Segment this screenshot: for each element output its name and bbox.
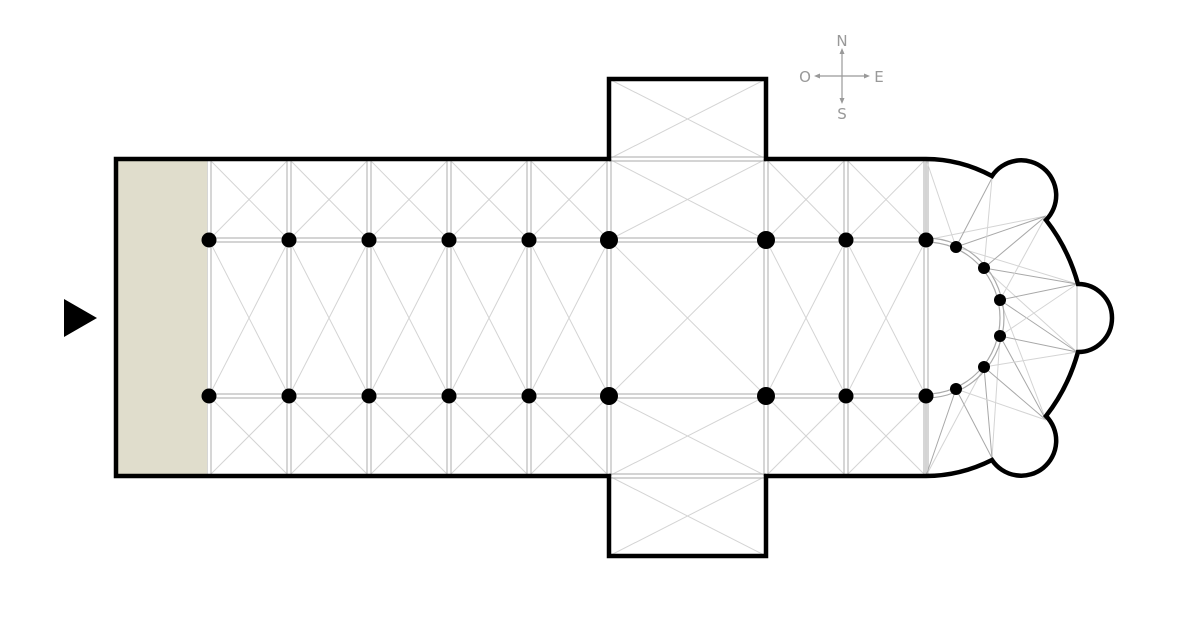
rib-line [368,239,450,397]
outer-wall [113,76,1115,559]
rib-line [845,239,927,397]
pier [521,388,537,404]
rib-line [528,395,610,477]
rib-line [448,239,530,397]
pier [441,232,457,248]
apse-rib [983,351,1078,368]
apse-rib [983,177,993,269]
pier [361,388,377,404]
rib-line [608,395,767,477]
pier [918,232,934,248]
rib-line [765,395,847,477]
apse-rib [983,366,993,459]
apse-pier [994,294,1006,306]
rib-line [608,78,767,160]
pier [281,388,297,404]
apse-pier [950,383,962,395]
apse-rib [955,215,1047,248]
apse-rib [925,215,1047,241]
rib-line [765,158,847,241]
apse-rib [955,177,993,248]
rib-line [845,395,927,477]
rib-line [845,158,927,241]
apse-rib [983,215,1047,269]
apse-rib [991,335,1001,459]
walls [113,76,1115,559]
apse-pier [978,361,990,373]
compass-south-label: S [837,105,847,123]
rib-line [528,158,610,241]
pier [918,388,934,404]
rib-line [368,395,450,477]
apse-rib [955,388,1047,421]
pier [361,232,377,248]
narthex-area [118,161,207,474]
pier [521,232,537,248]
apse-rib [983,267,1078,353]
apse-rib [999,299,1047,421]
rib-line [288,158,370,241]
pier [838,232,854,248]
pier [838,388,854,404]
pier [201,388,217,404]
apse-rib [955,246,1078,285]
rib-line [288,239,370,397]
apse-rib [925,366,985,477]
compass-rose: N S O E [799,32,884,123]
rib-line [208,158,290,241]
entrance-arrow-icon [64,299,97,337]
pier [757,231,775,249]
apse-rib [999,283,1078,301]
pier [201,232,217,248]
apse-pier [994,330,1006,342]
apse-pier [978,262,990,274]
piers [201,231,1006,405]
apse-rib [983,366,1047,421]
rib-line [208,395,290,477]
apse-rib [999,299,1078,353]
rib-line [608,475,767,557]
apse-rib [999,215,1047,301]
compass-west-label: O [799,68,811,86]
apse-rib [925,158,957,248]
apse-rib [925,388,957,477]
rib-line [448,158,530,241]
pier [600,387,618,405]
pier [441,388,457,404]
compass-north-label: N [836,32,847,50]
vault-ribs [206,78,1078,557]
apse-rib [999,335,1078,353]
apse-rib [983,267,1078,285]
rib-line [765,239,847,397]
apse-rib [955,388,993,459]
rib-line [528,239,610,397]
pier [600,231,618,249]
rib-line [368,158,450,241]
compass-east-label: E [874,68,883,86]
apse-pier [950,241,962,253]
rib-line [208,239,290,397]
rib-line [448,395,530,477]
apse-rib [999,283,1078,337]
rib-line [608,239,767,397]
pier [757,387,775,405]
rib-line [288,395,370,477]
apse-rib [999,335,1047,421]
pier [281,232,297,248]
rib-line [608,158,767,241]
